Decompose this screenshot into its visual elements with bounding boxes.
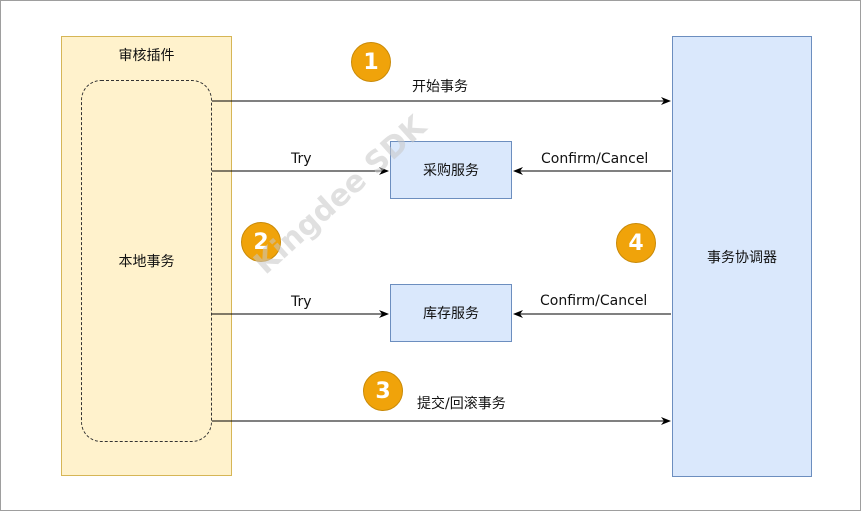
edge-label-start-transaction: 开始事务 — [412, 79, 468, 95]
audit-plugin-title: 审核插件 — [118, 48, 175, 64]
edge-label-try-inventory: Try — [291, 294, 312, 310]
edge-label-commit-rollback: 提交/回滚事务 — [417, 396, 506, 412]
audit-plugin-container: 审核插件 — [61, 36, 232, 476]
step-badge-1: 1 — [351, 42, 391, 82]
edge-label-confirm-cancel-purchase: Confirm/Cancel — [541, 151, 649, 167]
local-transaction-box: 本地事务 — [81, 80, 212, 442]
transaction-coordinator-label: 事务协调器 — [707, 249, 777, 266]
step-badge-2: 2 — [241, 222, 281, 262]
inventory-service-label: 库存服务 — [423, 306, 479, 322]
step-badge-3: 3 — [363, 371, 403, 411]
step-badge-4: 4 — [616, 223, 656, 263]
purchase-service-label: 采购服务 — [423, 163, 479, 179]
transaction-coordinator-box: 事务协调器 — [672, 36, 812, 477]
local-transaction-label: 本地事务 — [118, 254, 175, 270]
edge-label-confirm-cancel-inventory: Confirm/Cancel — [540, 293, 648, 309]
edge-label-try-purchase: Try — [291, 151, 312, 167]
purchase-service-box: 采购服务 — [390, 141, 512, 199]
inventory-service-box: 库存服务 — [390, 284, 512, 342]
